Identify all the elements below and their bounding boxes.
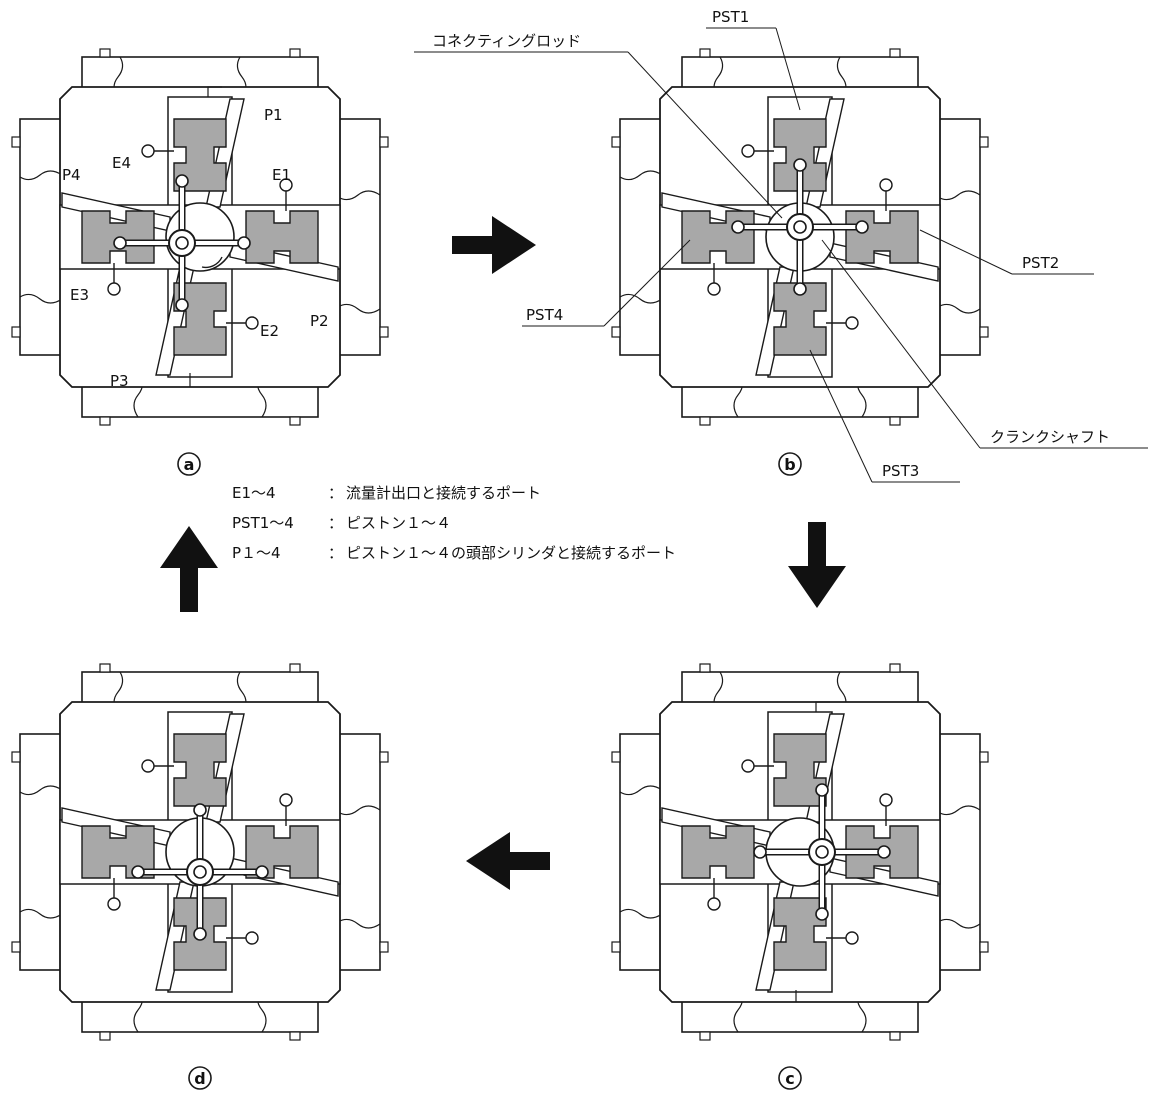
legend-term-3: P１～4 [232, 544, 281, 562]
callout-pst2: PST2 [1022, 254, 1059, 272]
legend-desc-1: 流量計出口と接続するポート [346, 484, 541, 502]
panel-a-labels: P1 E4 P4 E1 E3 E2 P2 P3 [62, 106, 329, 390]
legend-desc-3: ピストン１～４の頭部シリンダと接続するポート [346, 544, 676, 562]
label-p4: P4 [62, 166, 81, 184]
panel-d [11, 663, 389, 1041]
label-p1: P1 [264, 106, 283, 124]
panel-letter-a: a [184, 455, 195, 474]
label-e3: E3 [70, 286, 89, 304]
panel-letters: a b c d [177, 452, 802, 1090]
label-p3: P3 [110, 372, 129, 390]
panel-letter-b: b [784, 455, 795, 474]
legend-sep-1: ： [328, 484, 343, 502]
panel-letter-d: d [194, 1069, 205, 1088]
callout-pst3: PST3 [882, 462, 919, 480]
panel-b-callouts: コネクティングロッド PST1 PST2 PST4 クランクシャフト PST3 [414, 8, 1148, 483]
legend-term-2: PST1～4 [232, 514, 294, 532]
legend-sep-3: ： [328, 544, 343, 562]
arrow-up-icon [160, 526, 218, 612]
arrow-right-icon [452, 216, 536, 274]
legend-sep-2: ： [328, 514, 343, 532]
label-e2: E2 [260, 322, 279, 340]
panel-c [611, 663, 989, 1041]
callout-crankshaft: クランクシャフト [990, 428, 1110, 446]
legend: E1～4 ： 流量計出口と接続するポート PST1～4 ： ピストン１～４ P１… [232, 484, 676, 562]
callout-pst4: PST4 [526, 306, 563, 324]
label-e1: E1 [272, 166, 291, 184]
panel-b [611, 48, 989, 426]
legend-term-1: E1～4 [232, 484, 276, 502]
label-e4: E4 [112, 154, 131, 172]
arrow-left-icon [466, 832, 550, 890]
label-p2: P2 [310, 312, 329, 330]
arrow-down-icon [788, 522, 846, 608]
legend-desc-2: ピストン１～４ [346, 514, 451, 532]
callout-pst1: PST1 [712, 8, 749, 26]
panel-letter-c: c [785, 1069, 794, 1088]
callout-connecting-rod: コネクティングロッド [432, 32, 581, 50]
panel-a [11, 48, 389, 426]
